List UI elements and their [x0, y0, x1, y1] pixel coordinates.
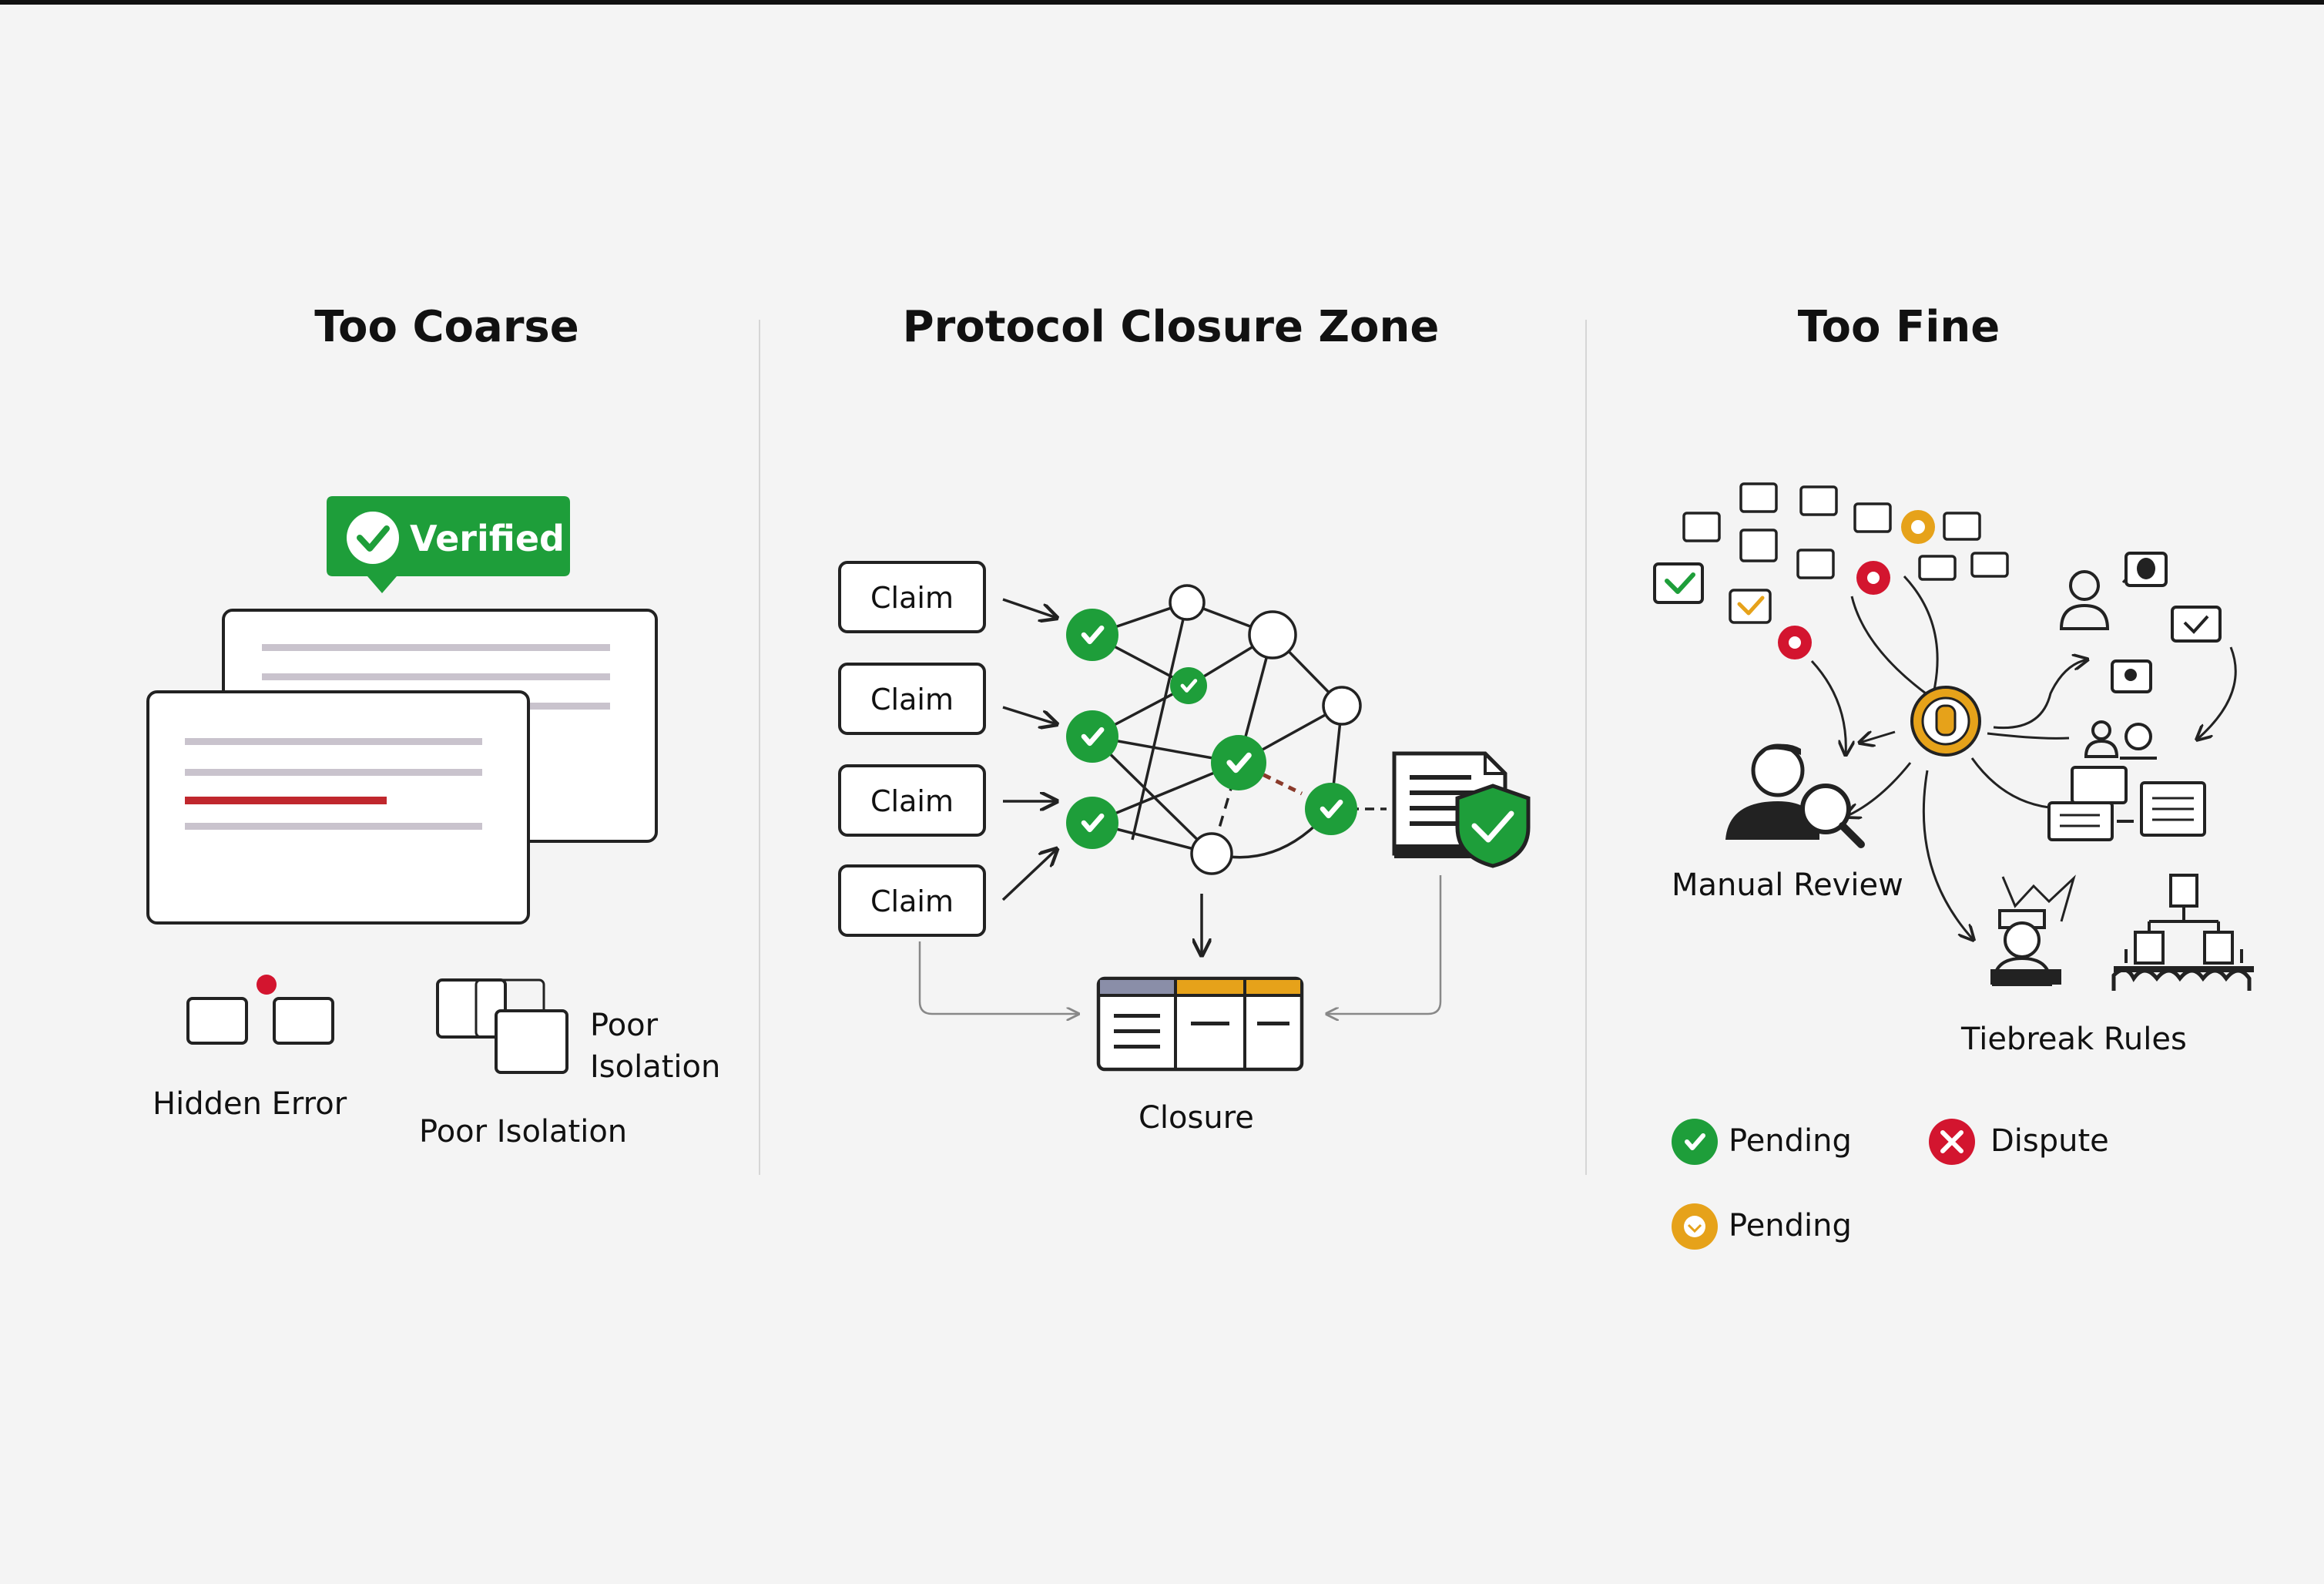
check-circle-icon	[1066, 609, 1118, 661]
poor-isolation-side-label-1: Poor	[590, 1008, 659, 1043]
document-stack-icon	[2047, 766, 2206, 841]
claim-box-1: Claim	[838, 561, 986, 633]
fine-flow-arrows	[1810, 561, 2237, 940]
user-check-icon	[2059, 552, 2168, 630]
network-nodes	[1066, 584, 1362, 875]
claim-label-4: Claim	[870, 884, 954, 918]
check-circle-icon	[1672, 1119, 1718, 1165]
claim-label-3: Claim	[870, 784, 954, 818]
check-circle-icon	[1211, 735, 1266, 790]
check-circle-icon	[347, 512, 399, 564]
lock-token-icon	[1910, 686, 1981, 757]
too-coarse-heading: Too Coarse	[314, 302, 579, 352]
hidden-error-label: Hidden Error	[153, 1086, 347, 1122]
heart-circle-icon	[1778, 626, 1812, 659]
check-circle-icon	[1066, 710, 1118, 763]
front-document	[146, 690, 530, 925]
legend-pending-green-label: Pending	[1729, 1123, 1852, 1159]
judge-icon	[1990, 874, 2076, 986]
legend-dispute-label: Dispute	[1990, 1123, 2109, 1159]
closure-label: Closure	[1139, 1100, 1254, 1136]
message-box-icon	[2111, 606, 2222, 693]
x-circle-icon	[1929, 1119, 1975, 1165]
hidden-error-icon	[186, 975, 334, 1045]
claim-box-2: Claim	[838, 663, 986, 735]
claim-arrows	[1001, 598, 1057, 901]
checked-box-green	[1653, 562, 1704, 604]
verified-label: Verified	[410, 518, 565, 559]
person-search-icon	[1725, 743, 1865, 848]
manual-review-label: Manual Review	[1672, 868, 1903, 903]
heart-circle-icon	[1856, 561, 1890, 595]
orange-pending-icon	[1672, 1203, 1718, 1250]
fine-grained-boxes	[1682, 482, 2009, 581]
check-circle-icon	[1170, 667, 1207, 704]
claim-label-1: Claim	[870, 581, 954, 615]
check-circle-icon	[1305, 783, 1357, 835]
org-chart-icon	[2111, 874, 2254, 991]
top-border	[0, 0, 2324, 5]
poor-isolation-label: Poor Isolation	[419, 1114, 628, 1149]
claim-box-3: Claim	[838, 764, 986, 837]
tiebreak-rules-label: Tiebreak Rules	[1961, 1022, 2187, 1057]
orange-token-small	[1901, 510, 1935, 544]
divider-left	[759, 320, 760, 1175]
claim-box-4: Claim	[838, 864, 986, 937]
closure-connectors	[918, 875, 1442, 1014]
divider-right	[1585, 320, 1587, 1175]
shield-check-icon	[1455, 784, 1531, 868]
hidden-error-line	[185, 797, 387, 804]
poor-isolation-icon	[436, 978, 568, 1074]
claim-label-2: Claim	[870, 683, 954, 716]
check-circle-icon	[1066, 797, 1118, 849]
people-icon	[2084, 720, 2157, 760]
closure-table-icon	[1096, 976, 1304, 1072]
poor-isolation-side-label-2: Isolation	[590, 1049, 721, 1085]
protocol-closure-zone-heading: Protocol Closure Zone	[902, 302, 1440, 352]
checked-box-orange	[1729, 589, 1772, 624]
too-fine-heading: Too Fine	[1797, 302, 2000, 352]
legend-pending-orange-label: Pending	[1729, 1208, 1852, 1243]
verified-badge: Verified	[327, 496, 570, 593]
